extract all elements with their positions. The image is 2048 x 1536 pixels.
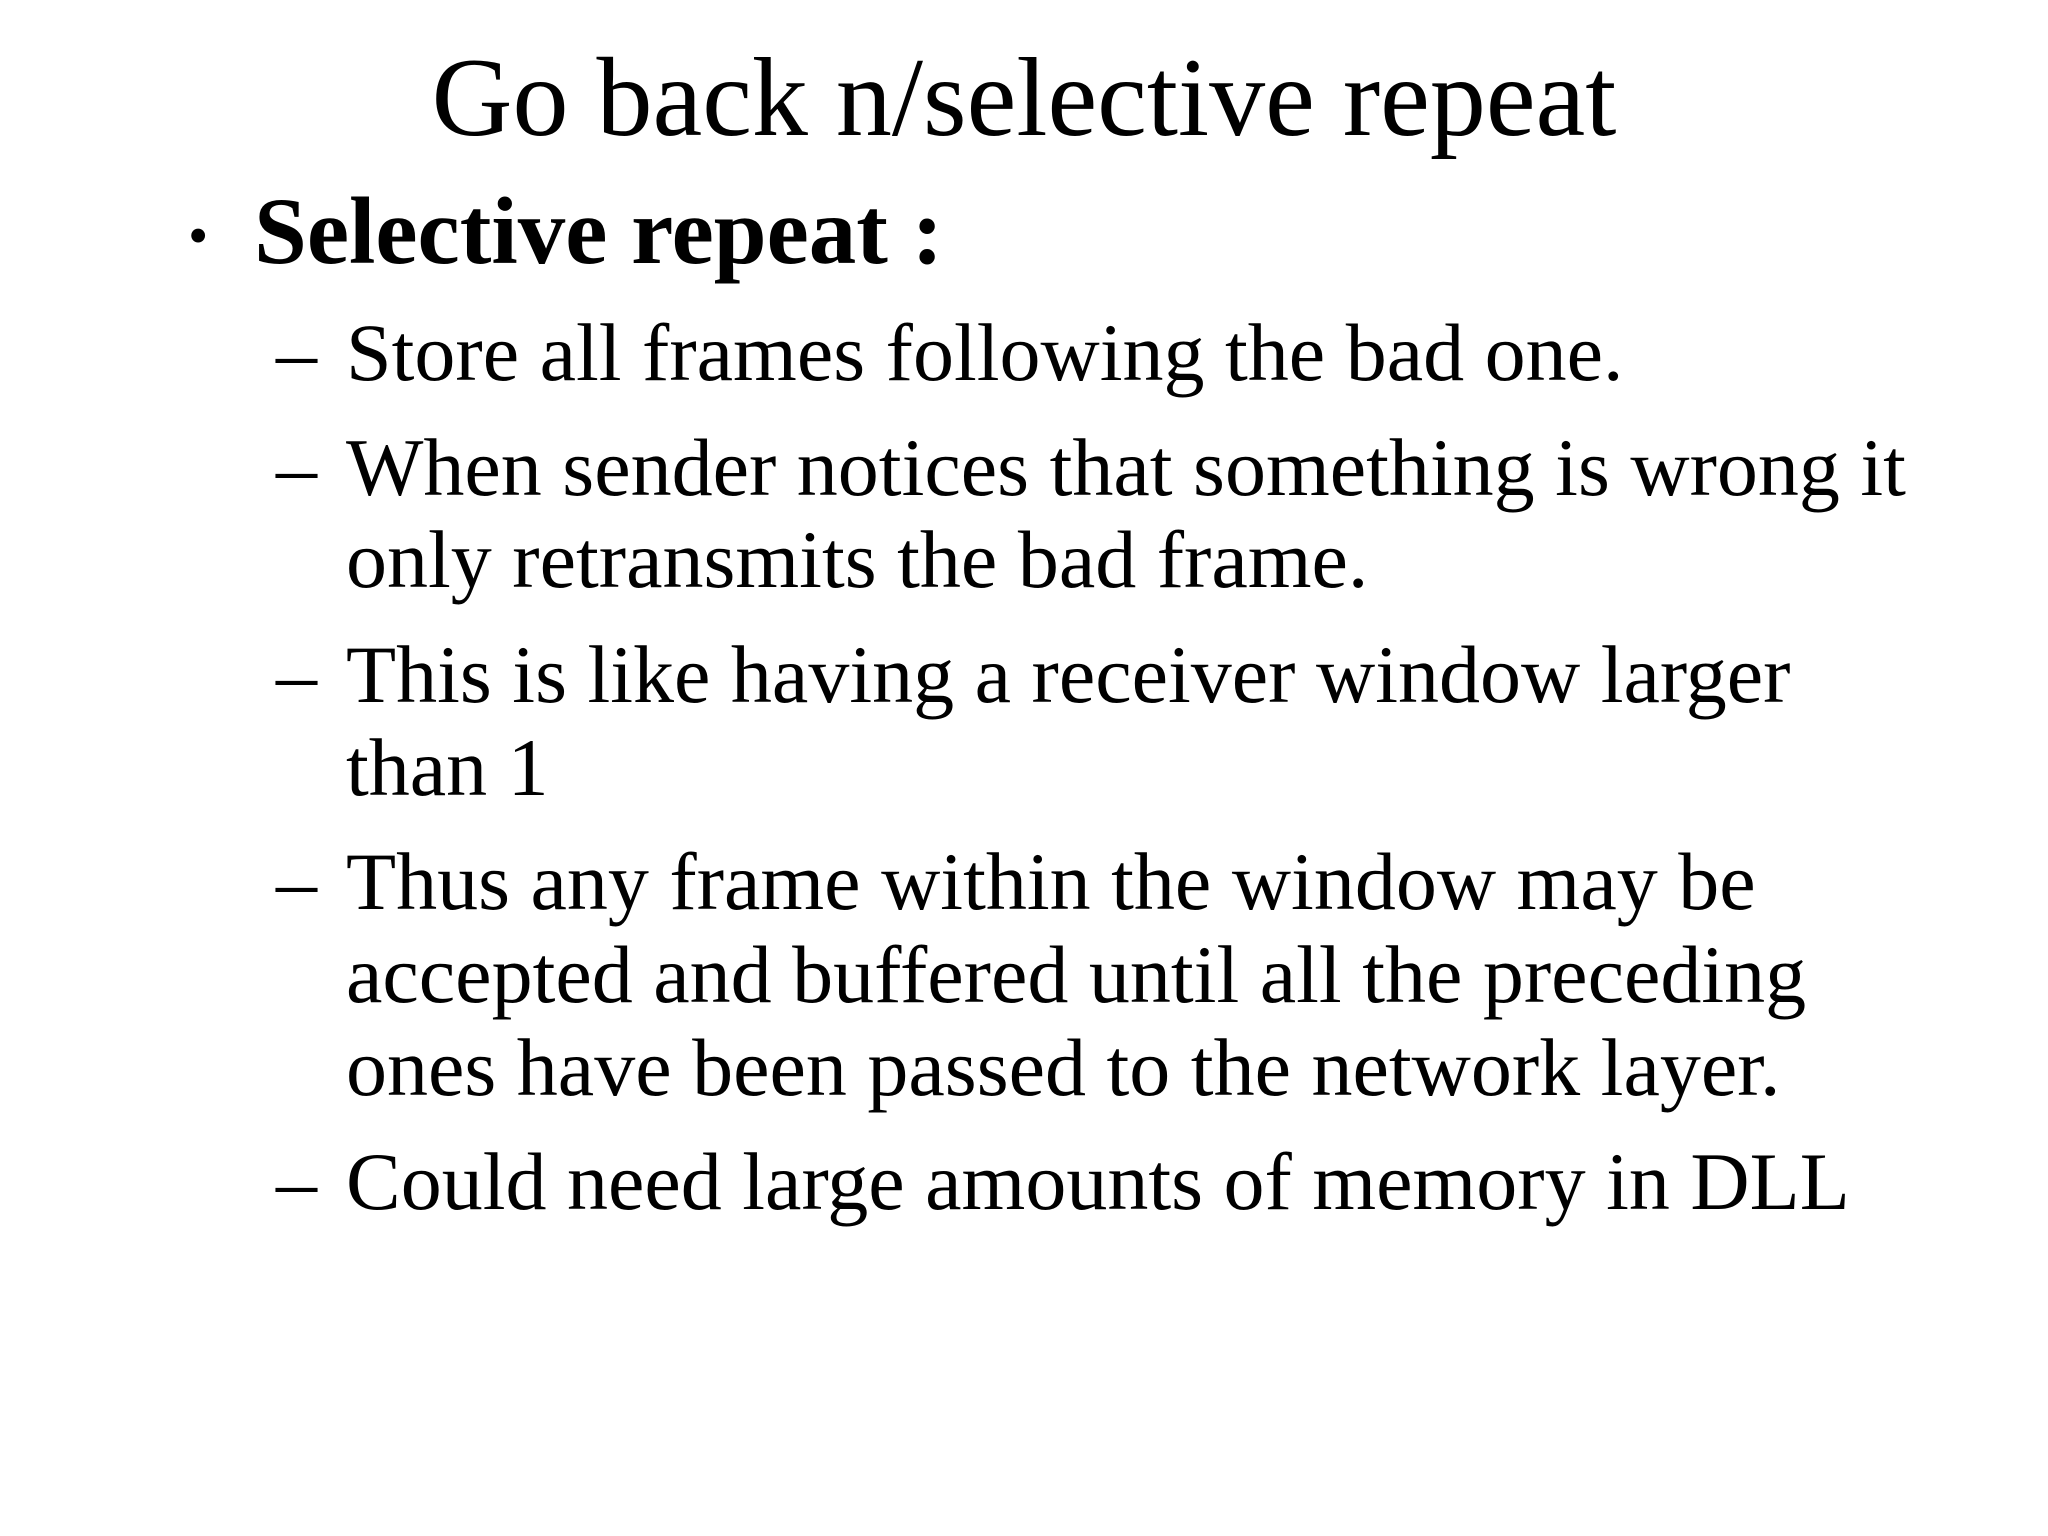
sub-bullet-item: – Store all frames following the bad one… [276, 307, 1988, 400]
dash-marker-icon: – [276, 307, 317, 399]
sub-bullet-item: – When sender notices that something is … [276, 422, 1988, 607]
sub-bullet-text: Store all frames following the bad one. [346, 307, 1624, 399]
sub-bullet-text: When sender notices that something is wr… [346, 421, 1906, 606]
sub-bullet-text: Could need large amounts of memory in DL… [346, 1136, 1850, 1228]
sub-bullet-item: – This is like having a receiver window … [276, 629, 1988, 814]
sub-bullet-item: – Could need large amounts of memory in … [276, 1136, 1988, 1229]
dash-marker-icon: – [276, 836, 317, 928]
dash-marker-icon: – [276, 1136, 317, 1228]
dash-marker-icon: – [276, 629, 317, 721]
bullet-marker-icon: • [188, 202, 209, 268]
sub-bullet-text: This is like having a receiver window la… [346, 629, 1791, 813]
sub-bullet-item: – Thus any frame within the window may b… [276, 836, 1988, 1114]
slide-title: Go back n/selective repeat [431, 36, 1617, 160]
dash-marker-icon: – [276, 421, 317, 513]
bullet-text: Selective repeat : [254, 177, 944, 284]
bullet-list: • Selective repeat : – Store all frames … [0, 177, 2048, 1229]
bullet-item: • Selective repeat : [188, 177, 2048, 285]
sub-bullet-text: Thus any frame within the window may be … [346, 836, 1807, 1113]
